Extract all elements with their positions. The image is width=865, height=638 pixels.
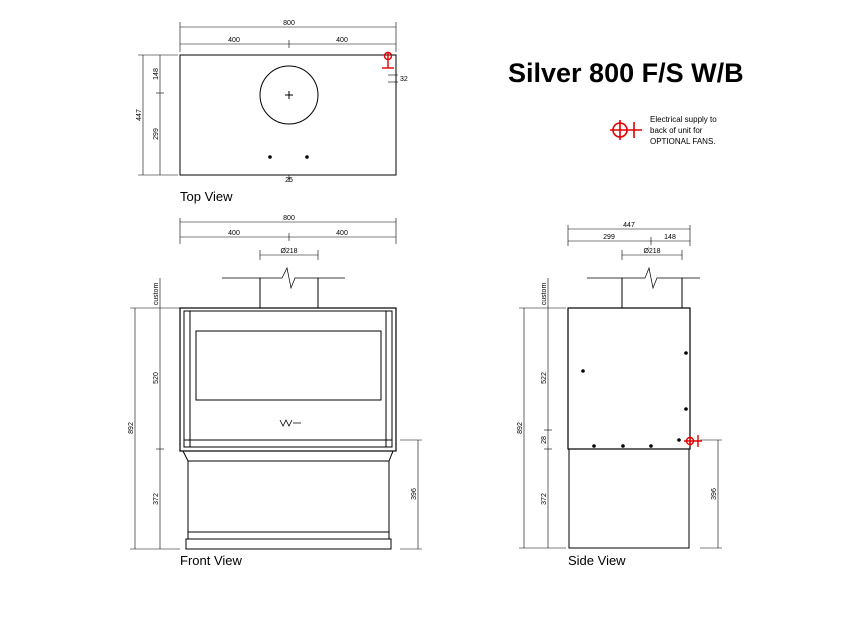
front-dim-upper: 520 xyxy=(153,372,160,384)
front-dim-half-left: 400 xyxy=(228,230,240,237)
front-dim-total: 892 xyxy=(128,422,135,434)
front-dim-lower: 372 xyxy=(153,493,160,505)
top-view-label: Top View xyxy=(180,189,233,204)
top-dim-depth-rear: 299 xyxy=(153,128,160,140)
note-line-2: back of unit for xyxy=(650,126,703,135)
side-view-label: Side View xyxy=(568,553,626,568)
front-dim-flue: Ø218 xyxy=(280,248,297,255)
front-dim-custom: custom xyxy=(153,283,160,306)
product-title: Silver 800 F/S W/B xyxy=(508,58,744,88)
top-dim-offset: 32 xyxy=(400,76,408,83)
side-dim-small: 28 xyxy=(541,436,548,444)
front-view-glass xyxy=(195,330,382,401)
side-dim-flue: Ø218 xyxy=(643,248,660,255)
top-view-electrical-icon xyxy=(382,51,394,69)
side-dim-depth: 447 xyxy=(623,222,635,229)
top-dim-depth-front: 148 xyxy=(153,68,160,80)
side-dim-depth-rear: 148 xyxy=(664,234,676,241)
top-view-outline xyxy=(179,54,397,176)
side-dim-custom: custom xyxy=(541,283,548,306)
side-dim-depth-front: 299 xyxy=(603,234,615,241)
side-view xyxy=(519,225,722,549)
top-dim-half-right: 400 xyxy=(336,37,348,44)
front-dim-right-height: 396 xyxy=(411,488,418,500)
top-view xyxy=(138,22,398,182)
front-view-logo-icon xyxy=(279,419,301,427)
side-view-electrical-icon xyxy=(684,435,702,447)
front-dim-half-right: 400 xyxy=(336,230,348,237)
top-dim-depth: 447 xyxy=(136,109,143,121)
top-dim-bottom: 25 xyxy=(285,177,293,184)
side-dim-lower: 372 xyxy=(541,493,548,505)
top-dim-half-left: 400 xyxy=(228,37,240,44)
electrical-supply-icon xyxy=(610,120,642,140)
top-view-flue-circle xyxy=(259,65,319,125)
front-dim-width: 800 xyxy=(283,215,295,222)
note-line-3: OPTIONAL FANS. xyxy=(650,137,716,146)
side-dim-upper: 522 xyxy=(541,372,548,384)
side-dim-total: 892 xyxy=(517,422,524,434)
top-dim-width: 800 xyxy=(283,20,295,27)
note-line-1: Electrical supply to xyxy=(650,115,717,124)
front-view xyxy=(130,218,422,550)
front-view-label: Front View xyxy=(180,553,243,568)
side-dim-right-height: 396 xyxy=(711,488,718,500)
